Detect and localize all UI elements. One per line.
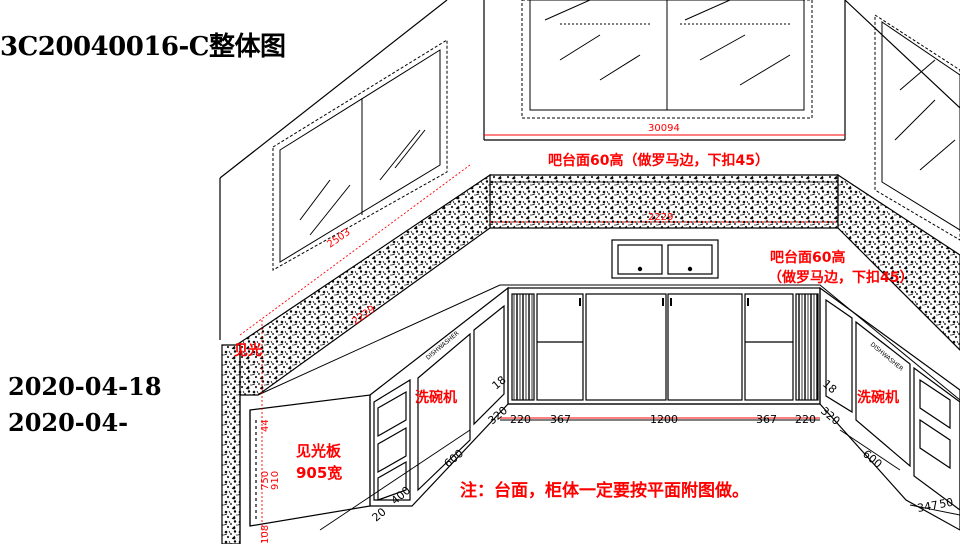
left-counter bbox=[221, 173, 491, 544]
dim-220-right: 220 bbox=[795, 413, 816, 426]
dim-left-wall: 2503 bbox=[325, 227, 352, 251]
dim-height-910: 910 bbox=[270, 471, 281, 490]
dim-20: 20 bbox=[370, 505, 389, 524]
base-cabinets-back bbox=[507, 287, 821, 405]
dim-600-left: 600 bbox=[442, 447, 466, 470]
bar-right-note-2: （做罗马边，下扣45） bbox=[768, 270, 914, 286]
dim-height-108: 108 bbox=[260, 525, 271, 544]
countertop-surface bbox=[257, 284, 960, 401]
dim-height-44: 44 bbox=[260, 419, 271, 432]
dim-367-right: 367 bbox=[756, 413, 777, 426]
dishwasher-right-label: 洗碗机 bbox=[857, 390, 899, 406]
date-line-1: 2020-04-18 bbox=[8, 372, 162, 401]
right-window bbox=[874, 14, 960, 241]
sink bbox=[611, 239, 719, 279]
walls bbox=[219, 0, 960, 340]
bar-right-note-1: 吧台面60高 bbox=[770, 250, 846, 266]
dim-347: 347 bbox=[916, 499, 939, 515]
light-board-label-2: 905宽 bbox=[296, 464, 343, 482]
dim-400: 400 bbox=[389, 484, 413, 507]
dim-18-right: 18 bbox=[820, 377, 839, 396]
drawing-title: 3C20040016-C整体图 bbox=[0, 32, 286, 62]
dishwasher-left-label: 洗碗机 bbox=[415, 390, 457, 406]
construction-note: 注：台面，柜体一定要按平面附图做。 bbox=[460, 481, 749, 501]
left-window bbox=[272, 39, 448, 271]
dim-height-750: 750 bbox=[260, 471, 271, 490]
base-cabinets-left bbox=[249, 286, 509, 527]
dim-back-counter: 2229 bbox=[648, 212, 673, 223]
dim-1200: 1200 bbox=[650, 413, 678, 426]
dimension-lines-black bbox=[319, 419, 960, 531]
date-line-2: 2020-04- bbox=[8, 408, 129, 437]
dim-top-wall: 30094 bbox=[648, 123, 680, 134]
dim-600-right: 600 bbox=[860, 447, 884, 470]
light-board-label-1: 见光板 bbox=[296, 442, 342, 460]
back-window bbox=[521, 0, 813, 119]
light-label: 见光 bbox=[234, 343, 262, 359]
dim-50: 50 bbox=[938, 496, 954, 511]
dimension-lines bbox=[239, 134, 845, 544]
bar-top-note: 吧台面60高（做罗马边，下扣45） bbox=[548, 153, 769, 169]
right-counter bbox=[837, 173, 960, 351]
dim-220-left: 220 bbox=[510, 413, 531, 426]
dim-367-left: 367 bbox=[550, 413, 571, 426]
base-cabinets-right bbox=[819, 286, 960, 531]
dim-18-left: 18 bbox=[490, 373, 509, 392]
dishwasher-tags: DISHWASHER DISHWASHER bbox=[425, 330, 905, 373]
